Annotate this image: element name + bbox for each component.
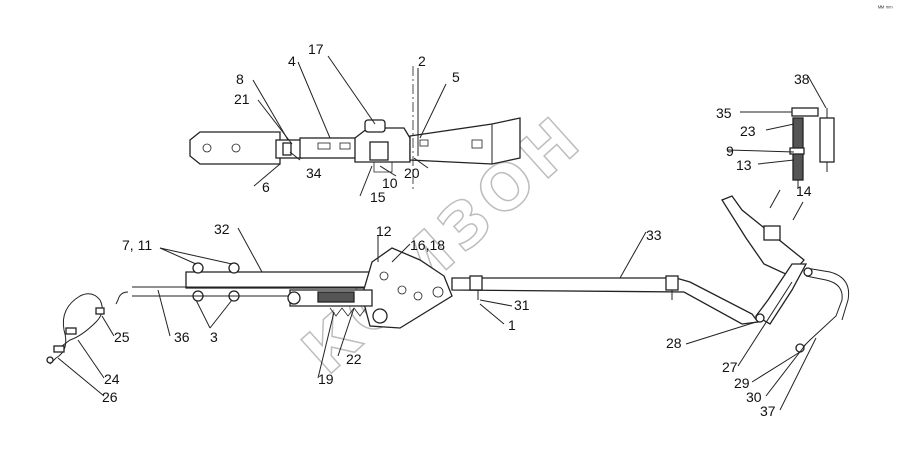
- callout-23: 23: [740, 123, 756, 139]
- callout-20: 20: [404, 165, 420, 181]
- callout-22: 22: [346, 351, 362, 367]
- callout-19: 19: [318, 371, 334, 387]
- callout-6: 6: [262, 179, 270, 195]
- callout-17: 17: [308, 41, 324, 57]
- detail-14-pins: [769, 189, 804, 221]
- callout-29: 29: [734, 375, 750, 391]
- callout-28: 28: [666, 335, 682, 351]
- callout-38: 38: [794, 71, 810, 87]
- callout-31: 31: [514, 297, 530, 313]
- callout-34: 34: [306, 165, 322, 181]
- callout-5: 5: [452, 69, 460, 85]
- callout-2: 2: [418, 53, 426, 69]
- callout-37: 37: [760, 403, 776, 419]
- callout-33: 33: [646, 227, 662, 243]
- detail-35-bolt: [789, 107, 819, 188]
- leader-lines: [57, 55, 827, 411]
- callout-36: 36: [174, 329, 190, 345]
- corner-mark: ᴹᴹ ᵐᵐ: [878, 5, 893, 12]
- callout-13: 13: [736, 157, 752, 173]
- callout-27: 27: [722, 359, 738, 375]
- callout-labels: 17 4 2 5 8 21 34 20 10 6 15 38 35 23 9 1…: [102, 41, 812, 419]
- callout-26: 26: [102, 389, 118, 405]
- callout-24: 24: [104, 371, 120, 387]
- callout-35: 35: [716, 105, 732, 121]
- callout-30: 30: [746, 389, 762, 405]
- callout-9: 9: [726, 143, 734, 159]
- callout-4: 4: [288, 53, 296, 69]
- callout-21: 21: [234, 91, 250, 107]
- callout-16-18: 16,18: [410, 237, 445, 253]
- callout-8: 8: [236, 71, 244, 87]
- callout-12: 12: [376, 223, 392, 239]
- callout-7-11: 7, 11: [122, 237, 152, 253]
- left-hose-loop: [46, 293, 105, 365]
- callout-14: 14: [796, 183, 812, 199]
- callout-15: 15: [370, 189, 386, 205]
- callout-3: 3: [210, 329, 218, 345]
- detail-38-cylinder: [819, 108, 835, 172]
- callout-1: 1: [508, 317, 516, 333]
- main-frame-assembly: [115, 195, 850, 353]
- callout-10: 10: [382, 175, 398, 191]
- callout-25: 25: [114, 329, 130, 345]
- callout-32: 32: [214, 221, 230, 237]
